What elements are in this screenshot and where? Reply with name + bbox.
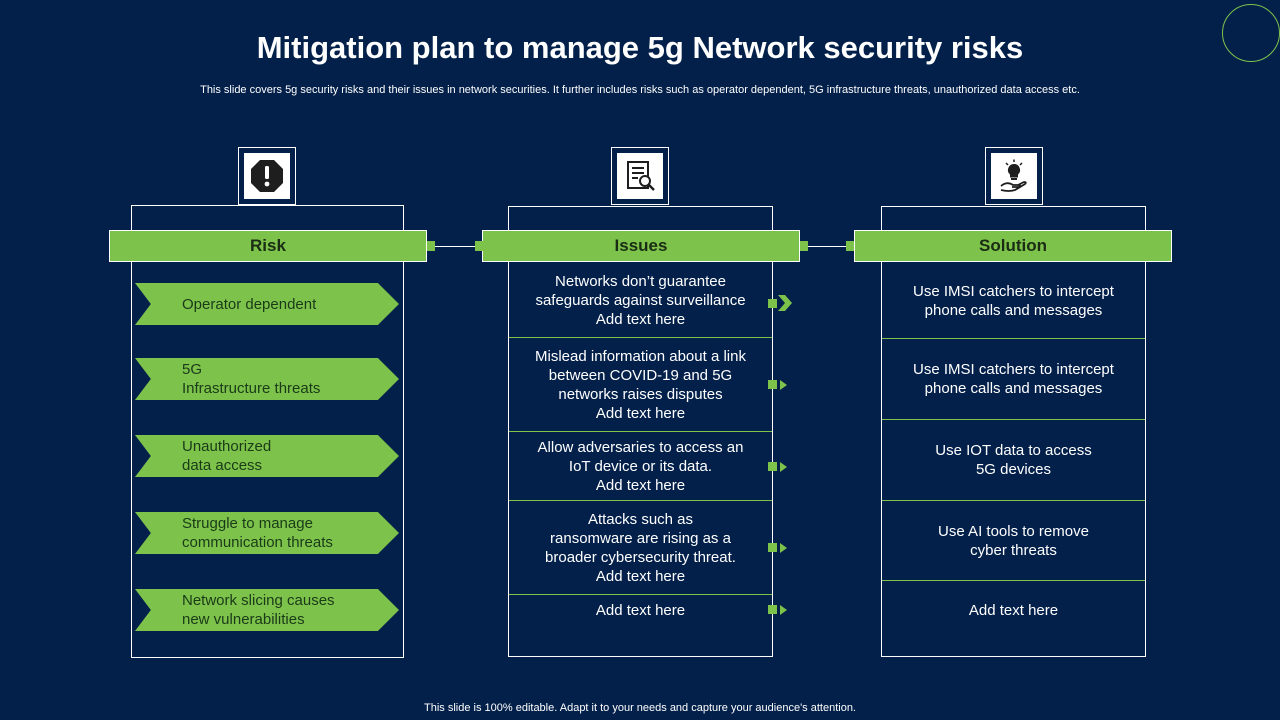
arrow-marker	[768, 299, 777, 308]
risk-item: Operator dependent	[135, 283, 399, 325]
solution-divider	[882, 500, 1145, 501]
document-search-icon	[627, 161, 655, 191]
issues-icon-box	[611, 147, 669, 205]
risk-column	[131, 205, 404, 658]
solution-divider	[882, 419, 1145, 420]
page-subtitle: This slide covers 5g security risks and …	[200, 84, 1080, 96]
solution-header: Solution	[854, 230, 1172, 262]
connector-tab	[800, 241, 808, 251]
solution-divider	[882, 338, 1145, 339]
connector-tab	[846, 241, 854, 251]
risk-icon-box	[238, 147, 296, 205]
issue-divider	[509, 594, 772, 595]
issue-divider	[509, 431, 772, 432]
solution-row: Add text here	[968, 601, 1059, 619]
arrow-marker	[768, 462, 777, 471]
solution-divider	[882, 580, 1145, 581]
arrow-marker	[780, 543, 787, 553]
connector-line	[808, 246, 846, 247]
arrow-marker	[768, 380, 777, 389]
solution-column	[881, 206, 1146, 657]
page-title: Mitigation plan to manage 5g Network sec…	[256, 30, 1024, 65]
risk-header: Risk	[109, 230, 427, 262]
issue-row: Add text here	[595, 601, 686, 619]
lightbulb-hand-icon	[1000, 159, 1027, 192]
footer-note: This slide is 100% editable. Adapt it to…	[424, 702, 856, 714]
issue-divider	[509, 500, 772, 501]
arrow-marker	[768, 543, 777, 552]
connector-tab	[475, 241, 483, 251]
issues-column	[508, 206, 773, 657]
warning-octagon-icon	[251, 160, 283, 192]
arrow-marker	[780, 462, 787, 472]
chevron-right-icon	[778, 295, 792, 311]
issues-header: Issues	[482, 230, 800, 262]
arrow-marker	[780, 380, 787, 390]
issue-divider	[509, 337, 772, 338]
solution-icon-box	[985, 147, 1043, 205]
connector-tab	[427, 241, 435, 251]
connector-line	[435, 246, 475, 247]
arrow-marker	[780, 605, 787, 615]
arrow-marker	[768, 605, 777, 614]
